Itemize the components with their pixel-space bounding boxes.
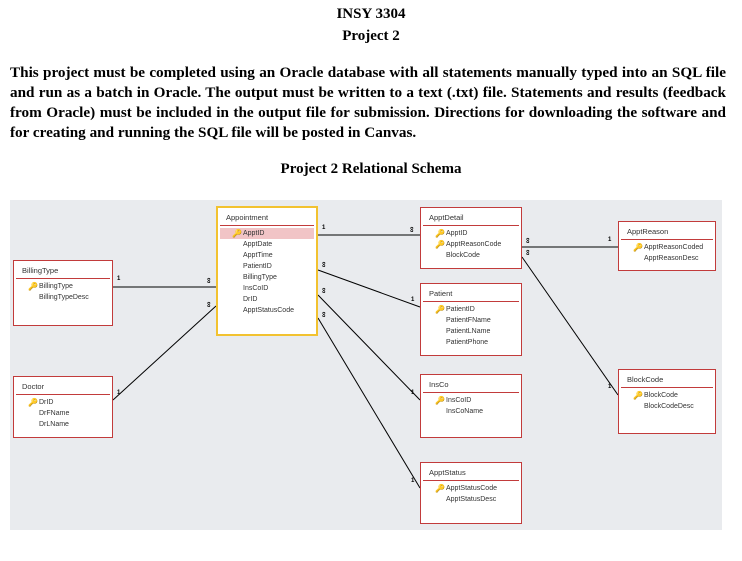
table-name: Doctor [16,377,110,395]
cardinality-many: ∞ [407,226,417,233]
cardinality-one: 1 [608,384,612,390]
field-row[interactable]: 🔑ApptID [435,229,468,238]
rel-doctor-appointment [112,305,217,401]
key-icon: 🔑 [435,396,445,405]
cardinality-one: 1 [411,297,415,303]
cardinality-one: 1 [608,237,612,243]
key-icon: 🔑 [28,398,38,407]
cardinality-one: 1 [411,390,415,396]
rel-appointment-patient [317,269,421,308]
table-patient[interactable]: Patient 🔑PatientID PatientFName PatientL… [420,283,522,356]
table-name: ApptReason [621,222,713,240]
field-row[interactable]: DrFName [39,410,70,417]
field-row[interactable]: PatientID [243,263,272,270]
key-icon: 🔑 [28,282,38,291]
course-title: INSY 3304 [336,6,406,22]
cardinality-one: 1 [411,478,415,484]
cardinality-many: ∞ [204,277,214,284]
table-appointment[interactable]: Appointment 🔑ApptID ApptDate ApptTime Pa… [216,206,318,336]
relational-schema-diagram: 1 ∞ ∞ 1 ∞ 1 1 ∞ 1 ∞ ∞ 1 ∞ 1 ∞ 1 Appointm… [10,200,722,530]
key-icon: 🔑 [633,391,643,400]
cardinality-one: 1 [117,390,121,396]
cardinality-many: ∞ [523,249,533,256]
key-icon: 🔑 [435,229,445,238]
field-row[interactable]: ApptTime [243,252,273,259]
intro-paragraph: This project must be completed using an … [10,64,726,141]
cardinality-many: ∞ [319,311,329,318]
table-name: ApptDetail [423,208,519,226]
cardinality-one: 1 [322,225,326,231]
relationship-lines [112,234,619,489]
key-icon: 🔑 [232,229,242,238]
field-row[interactable]: 🔑DrID [28,398,54,407]
table-doctor[interactable]: Doctor 🔑DrID DrFName DrLName [13,376,113,438]
rel-appointment-insco [317,294,421,401]
key-icon: 🔑 [435,305,445,314]
cardinality-many: ∞ [319,287,329,294]
field-row[interactable]: ApptStatusCode [243,307,294,314]
table-name: Appointment [220,208,314,226]
table-billingtype[interactable]: BillingType 🔑BillingType BillingTypeDesc [13,260,113,326]
table-insco[interactable]: InsCo 🔑InsCoID InsCoName [420,374,522,438]
rel-apptdetail-blockcode [521,256,619,396]
field-row[interactable]: 🔑ApptReasonCoded [633,243,704,252]
field-row[interactable]: ApptReasonDesc [644,255,699,262]
cardinality-one: 1 [117,276,121,282]
field-row[interactable]: PatientPhone [446,339,489,346]
rel-appointment-apptstatus [317,317,421,489]
field-row[interactable]: PatientLName [446,328,491,335]
field-row[interactable]: ApptDate [243,241,273,248]
key-icon: 🔑 [633,243,643,252]
project-title: Project 2 [342,28,400,44]
table-name: BlockCode [621,370,713,388]
table-name: ApptStatus [423,463,519,481]
field-row[interactable]: 🔑ApptStatusCode [435,484,497,493]
field-row[interactable]: BillingType [243,274,277,281]
cardinality-many: ∞ [319,261,329,268]
field-row[interactable]: BlockCode [446,252,480,259]
field-row[interactable]: 🔑ApptReasonCode [435,240,502,249]
field-row[interactable]: 🔑BillingType [28,282,73,291]
field-row[interactable]: 🔑BlockCode [633,391,678,400]
table-name: BillingType [16,261,110,279]
key-icon: 🔑 [435,240,445,249]
field-row[interactable]: DrID [243,296,258,303]
field-row[interactable]: 🔑ApptID [220,228,314,239]
field-row[interactable]: InsCoName [446,408,483,415]
field-row[interactable]: BillingTypeDesc [39,294,89,301]
field-row[interactable]: InsCoID [243,285,269,292]
field-row[interactable]: ApptStatusDesc [446,496,497,503]
field-row[interactable]: 🔑PatientID [435,305,475,314]
table-name: InsCo [423,375,519,393]
key-icon: 🔑 [435,484,445,493]
cardinality-many: ∞ [204,301,214,308]
field-row[interactable]: BlockCodeDesc [644,403,694,410]
table-apptstatus[interactable]: ApptStatus 🔑ApptStatusCode ApptStatusDes… [420,462,522,524]
field-row[interactable]: PatientFName [446,317,491,324]
table-apptdetail[interactable]: ApptDetail 🔑ApptID 🔑ApptReasonCode Block… [420,207,522,269]
table-name: Patient [423,284,519,302]
field-row[interactable]: DrLName [39,421,69,428]
table-apptreason[interactable]: ApptReason 🔑ApptReasonCoded ApptReasonDe… [618,221,716,271]
table-blockcode[interactable]: BlockCode 🔑BlockCode BlockCodeDesc [618,369,716,434]
cardinality-many: ∞ [523,237,533,244]
schema-title: Project 2 Relational Schema [280,161,462,177]
field-row[interactable]: 🔑InsCoID [435,396,472,405]
